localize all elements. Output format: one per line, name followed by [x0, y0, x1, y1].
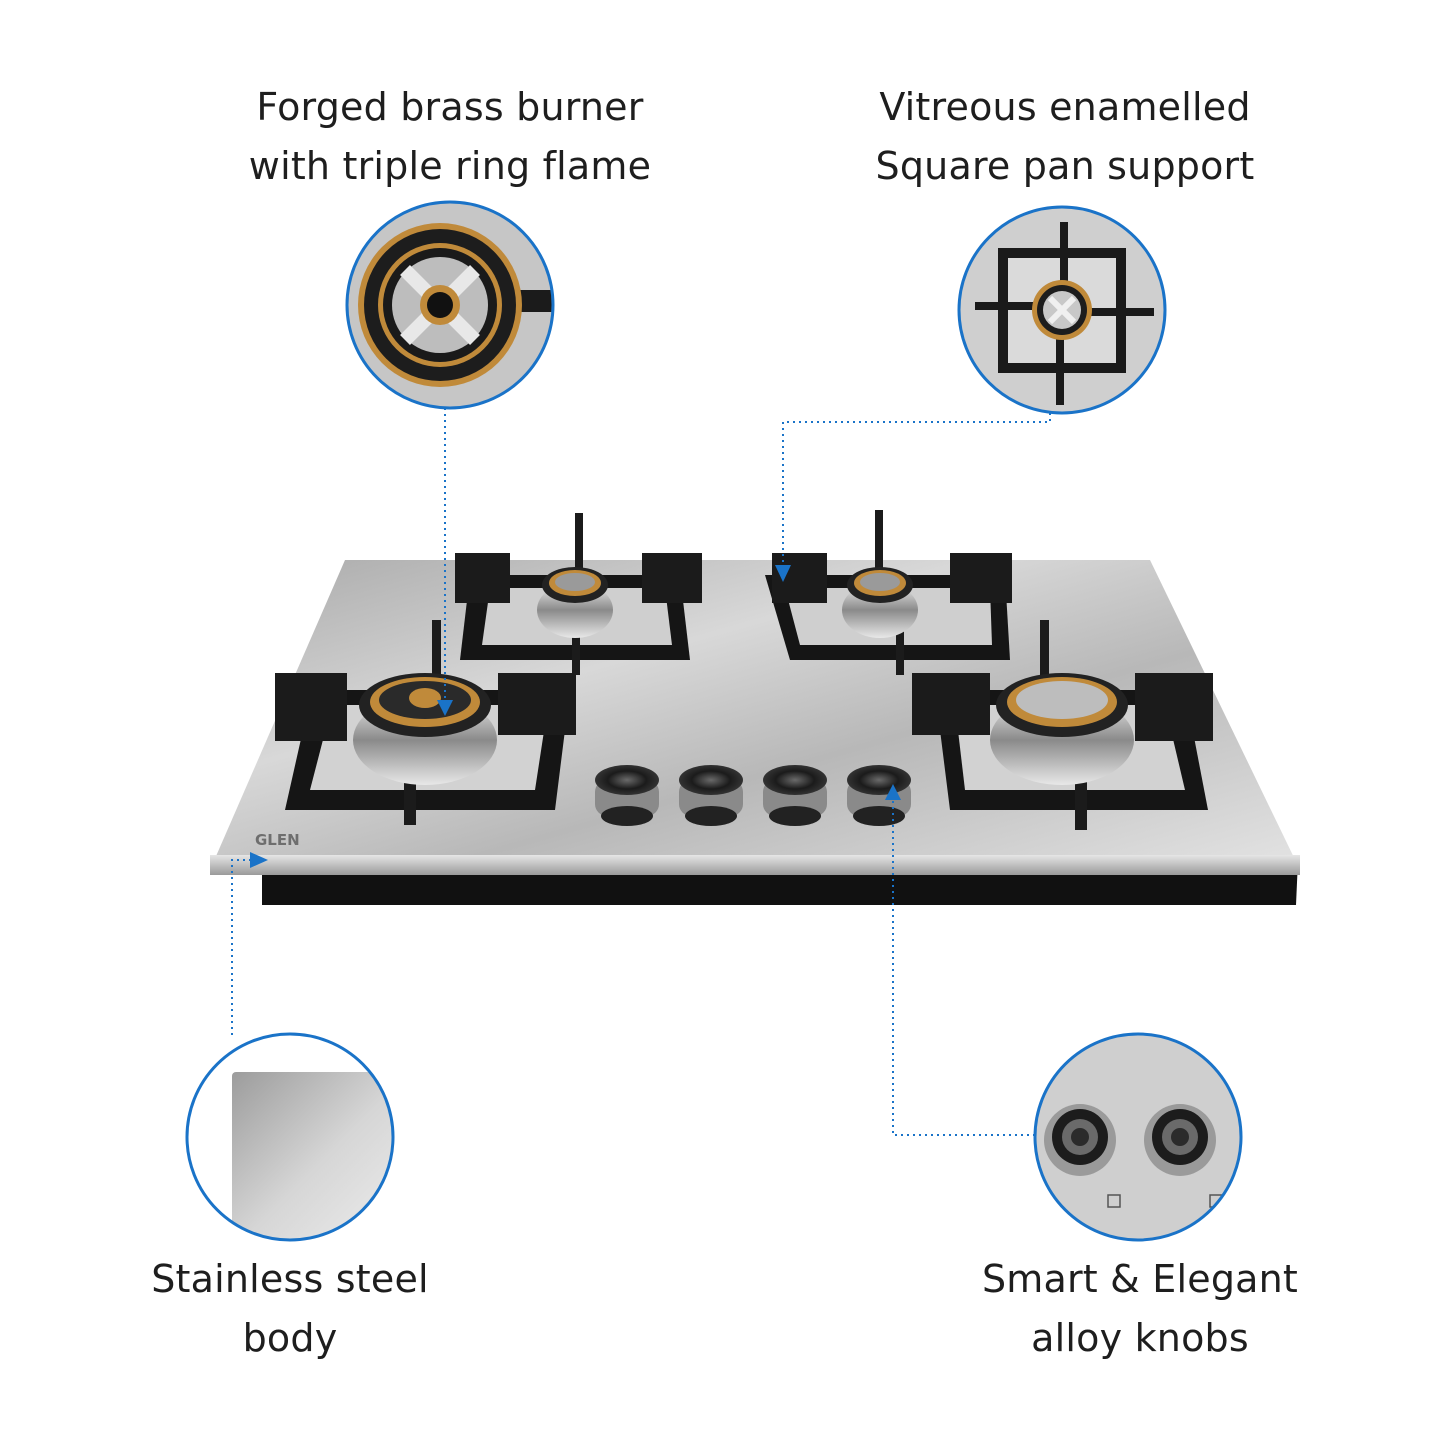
caption-steel-line1: Stainless steel — [151, 1257, 429, 1301]
arrow-burner — [437, 700, 453, 716]
caption-burner-line2: with triple ring flame — [248, 144, 652, 188]
leader-lines — [231, 408, 1051, 1136]
leader-arrows — [250, 565, 901, 868]
zoom-knobs — [1033, 1032, 1243, 1242]
leader-pan — [782, 413, 1051, 570]
caption-pan-line1: Vitreous enamelled — [879, 85, 1251, 129]
knob-4[interactable] — [847, 765, 911, 826]
burner-front-left — [275, 620, 576, 825]
caption-burner-line1: Forged brass burner — [256, 85, 644, 129]
arrow-knobs — [885, 784, 901, 800]
zoom-steel-body — [185, 1032, 395, 1242]
burner-back-left — [455, 513, 702, 675]
caption-steel-body: Stainless steel body — [130, 1250, 450, 1368]
arrow-pan — [775, 565, 791, 582]
cooktop-edge — [210, 855, 1300, 875]
knob-1[interactable] — [595, 765, 659, 826]
caption-burner: Forged brass burner with triple ring fla… — [230, 78, 670, 196]
burner-front-right — [912, 620, 1213, 830]
knob-3[interactable] — [763, 765, 827, 826]
leader-body — [231, 859, 250, 1035]
caption-knobs-line2: alloy knobs — [1031, 1316, 1249, 1360]
zoom-burner — [345, 200, 555, 410]
burner-back-right — [765, 510, 1012, 675]
caption-pan-line2: Square pan support — [875, 144, 1255, 188]
knob-2[interactable] — [679, 765, 743, 826]
arrow-body — [250, 852, 268, 868]
caption-knobs-line1: Smart & Elegant — [981, 1257, 1299, 1301]
control-knobs — [595, 765, 911, 826]
brand-logo: GLEN — [255, 831, 300, 849]
zoom-pan-support — [957, 205, 1167, 415]
caption-pan-support: Vitreous enamelled Square pan support — [840, 78, 1290, 196]
caption-steel-line2: body — [242, 1316, 338, 1360]
caption-knobs: Smart & Elegant alloy knobs — [960, 1250, 1320, 1368]
